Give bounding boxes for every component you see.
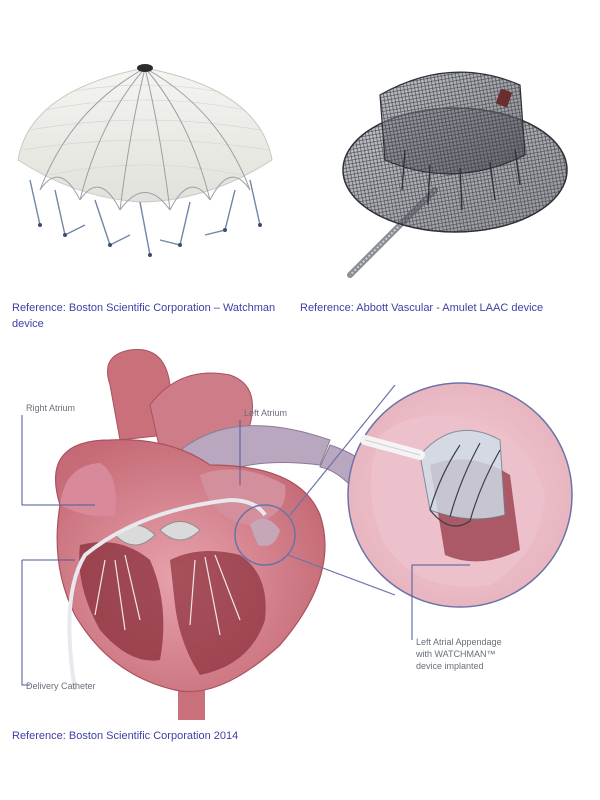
- label-laa-line3: device implanted: [416, 661, 484, 671]
- zoom-watchman-device: [419, 429, 506, 520]
- label-laa-line1: Left Atrial Appendage: [416, 637, 502, 647]
- watchman-hub-icon: [137, 64, 153, 72]
- amulet-device-image: [342, 71, 568, 278]
- watchman-device-image: [17, 64, 273, 257]
- label-left-atrium: Left Atrium: [244, 408, 287, 418]
- caption-amulet: Reference: Abbott Vascular - Amulet LAAC…: [300, 302, 544, 314]
- amulet-end-screw-icon: [496, 88, 512, 108]
- label-laa-line2: with WATCHMAN™: [415, 649, 496, 659]
- heart-diagram: Right Atrium Left Atrium Delivery Cathet…: [21, 348, 573, 720]
- label-right-atrium: Right Atrium: [26, 403, 75, 413]
- caption-heart: Reference: Boston Scientific Corporation…: [12, 730, 239, 742]
- label-delivery-catheter: Delivery Catheter: [26, 681, 96, 691]
- delivery-catheter-line: [67, 497, 267, 691]
- caption-watchman: Reference: Boston Scientific Corporation…: [12, 302, 276, 330]
